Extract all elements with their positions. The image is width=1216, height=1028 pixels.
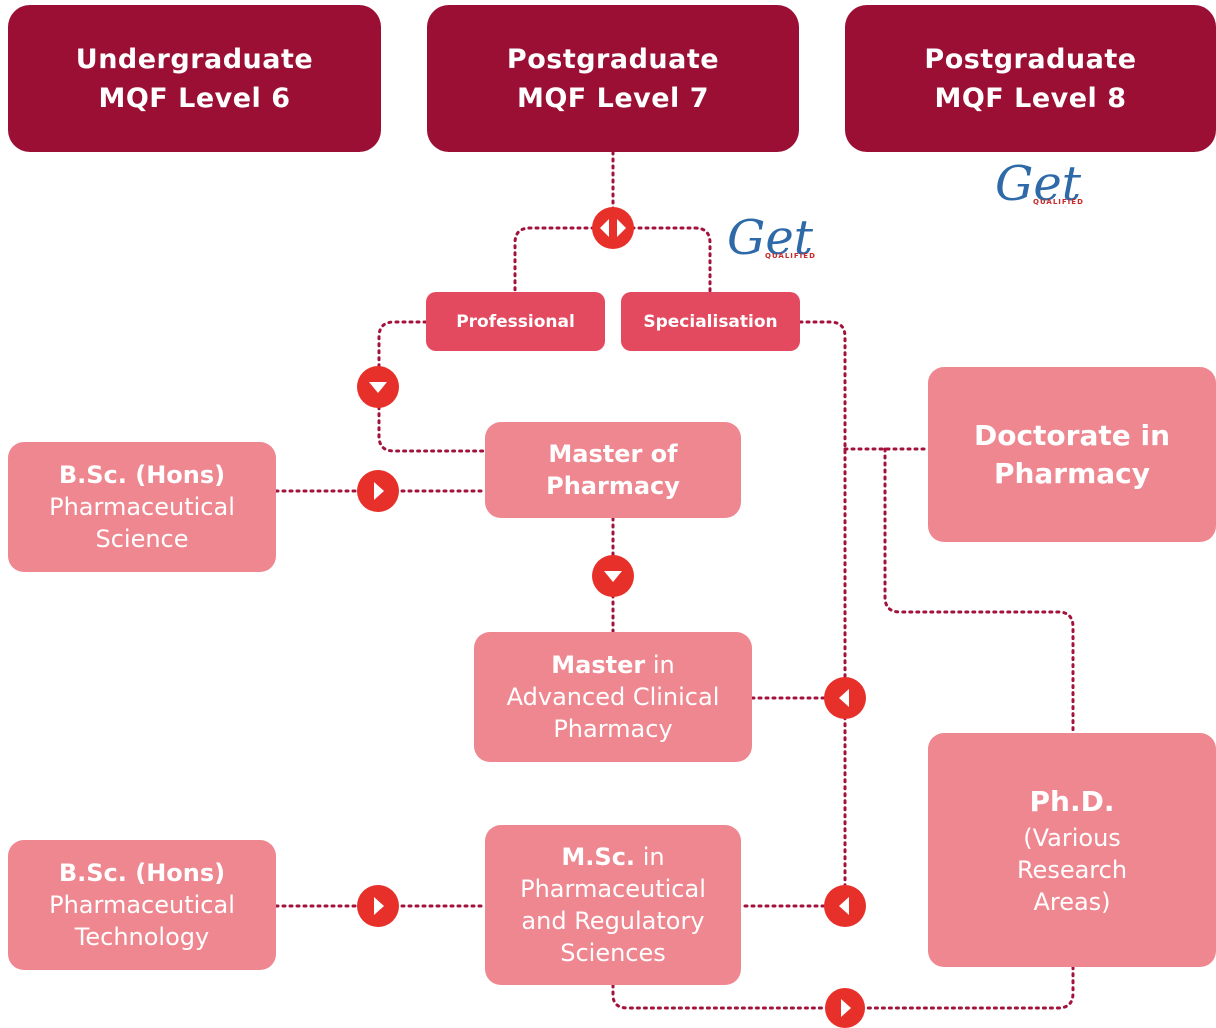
branch-specialisation: Specialisation <box>621 292 800 351</box>
header-postgraduate-level7: Postgraduate MQF Level 7 <box>427 5 799 152</box>
get-qualified-logo-level8: Get QUALIFIED <box>995 156 1084 230</box>
node-msc-degree: M.Sc. <box>561 843 636 871</box>
down-arrow-badge-professional <box>357 366 399 408</box>
connector-specialisation-trunk <box>798 320 847 908</box>
node-master-pharmacy-line2: Pharmacy <box>546 472 680 500</box>
node-phd-various-research-areas: Ph.D. (Various Research Areas) <box>928 733 1216 967</box>
header-postgraduate-level8: Postgraduate MQF Level 8 <box>845 5 1216 152</box>
header-undergraduate-level: MQF Level 6 <box>98 82 291 114</box>
down-arrow-badge-master <box>592 555 634 597</box>
get-qualified-logo-script: Get <box>727 210 814 266</box>
node-msc-line3: and Regulatory <box>521 907 705 935</box>
node-bsc-science-line3: Science <box>95 525 189 553</box>
branch-professional-label: Professional <box>456 311 575 332</box>
node-msc-line4: Sciences <box>560 939 666 967</box>
node-bsc-pharmaceutical-technology: B.Sc. (Hons) Pharmaceutical Technology <box>8 840 276 970</box>
node-phd-line3: Research <box>1016 856 1128 884</box>
header-postgraduate7-level: MQF Level 7 <box>516 82 710 114</box>
node-bsc-science-degree: B.Sc. (Hons) <box>58 461 226 489</box>
connector-split-specialisation <box>630 226 712 294</box>
node-doctorate-in-pharmacy: Doctorate in Pharmacy <box>928 367 1216 542</box>
header-undergraduate-level6: Undergraduate MQF Level 6 <box>8 5 381 152</box>
node-msc-pharmaceutical-regulatory-sciences: M.Sc. in Pharmaceutical and Regulatory S… <box>485 825 741 985</box>
node-clinical-line3: Pharmacy <box>553 715 673 743</box>
node-msc-line1: M.Sc. in <box>561 841 664 873</box>
node-bsc-tech-line3: Technology <box>74 923 210 951</box>
header-postgraduate7-title: Postgraduate <box>506 43 720 75</box>
node-clinical-degree: Master <box>551 651 646 679</box>
node-master-advanced-clinical-pharmacy: Master in Advanced Clinical Pharmacy <box>474 632 752 762</box>
node-clinical-line2: Advanced Clinical <box>506 683 720 711</box>
node-bsc-tech-line2: Pharmaceutical <box>49 891 235 919</box>
node-master-pharmacy-line1: Master of <box>548 440 678 468</box>
right-arrow-badge-bsc-tech <box>357 885 399 927</box>
left-arrow-badge-clinical <box>824 677 866 719</box>
split-arrows-badge <box>592 207 634 249</box>
header-undergraduate-title: Undergraduate <box>75 43 314 75</box>
node-phd-line4: Areas) <box>1033 888 1111 916</box>
node-bsc-pharmaceutical-science: B.Sc. (Hons) Pharmaceutical Science <box>8 442 276 572</box>
branch-specialisation-label: Specialisation <box>643 311 778 332</box>
connector-split-professional <box>513 226 596 294</box>
right-arrow-badge-phd <box>825 988 865 1028</box>
connector-doctorate-phd <box>883 447 1075 735</box>
node-phd-line2: (Various <box>1023 824 1121 852</box>
node-master-of-pharmacy: Master of Pharmacy <box>485 422 741 518</box>
get-qualified-logo-tagline: QUALIFIED <box>1033 198 1084 206</box>
header-postgraduate8-level: MQF Level 8 <box>934 82 1127 114</box>
node-clinical-line1: Master in <box>551 649 674 681</box>
node-bsc-science-line2: Pharmaceutical <box>49 493 235 521</box>
get-qualified-logo-script: Get <box>995 156 1082 212</box>
node-doctorate-line2: Pharmacy <box>993 456 1151 490</box>
branch-professional: Professional <box>426 292 605 351</box>
right-arrow-badge-bsc-science <box>357 470 399 512</box>
node-phd-degree: Ph.D. <box>1029 785 1115 818</box>
left-arrow-badge-msc <box>824 885 866 927</box>
header-postgraduate8-title: Postgraduate <box>924 43 1137 75</box>
node-doctorate-line1: Doctorate in <box>973 418 1171 452</box>
node-bsc-tech-degree: B.Sc. (Hons) <box>58 859 226 887</box>
node-clinical-in: in <box>645 651 675 679</box>
node-msc-in: in <box>635 843 665 871</box>
get-qualified-logo-level7: Get QUALIFIED <box>727 210 816 284</box>
get-qualified-logo-tagline: QUALIFIED <box>765 252 816 260</box>
node-msc-line2: Pharmaceutical <box>520 875 706 903</box>
